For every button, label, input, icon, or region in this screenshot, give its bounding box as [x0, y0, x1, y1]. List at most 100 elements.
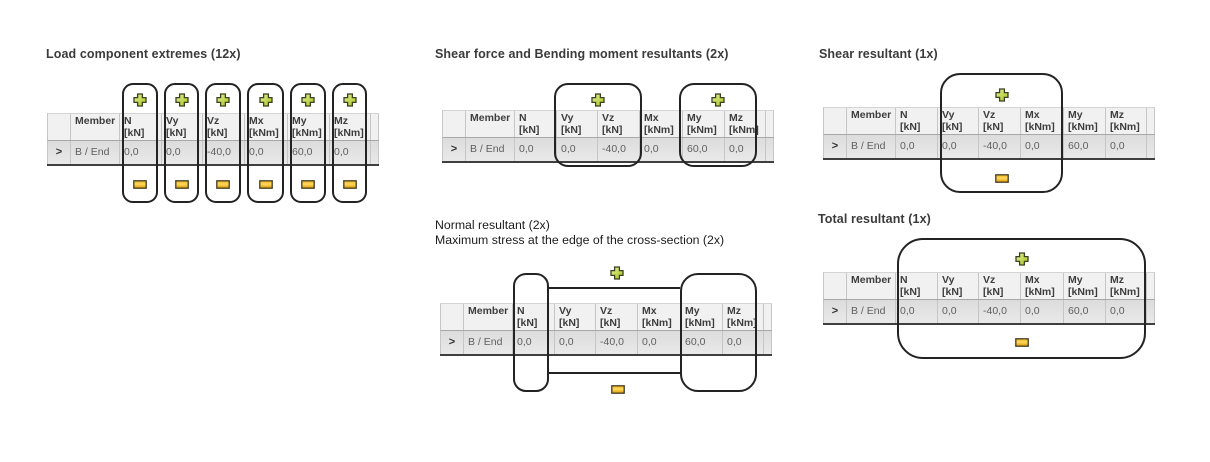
- minus-icon[interactable]: [995, 174, 1009, 183]
- extreme-selection-outline: [554, 83, 642, 167]
- minus-icon[interactable]: [133, 180, 147, 189]
- plus-icon[interactable]: [610, 266, 624, 280]
- value-cell-n: 0,0: [896, 300, 938, 323]
- column-header-vz: Vz[kN]: [979, 108, 1021, 134]
- column-header-vy: Vy[kN]: [938, 108, 979, 134]
- expander-header-cell: [48, 114, 71, 140]
- column-header-mz: Mz[kNm]: [330, 114, 371, 140]
- column-header-n: N[kN]: [515, 111, 557, 137]
- plus-icon[interactable]: [591, 93, 605, 107]
- plus-icon[interactable]: [259, 93, 273, 107]
- member-cell: B / End: [464, 331, 513, 354]
- selection-connector-line: [549, 287, 680, 289]
- member-cell: B / End: [847, 300, 896, 323]
- column-header-vy: Vy[kN]: [557, 111, 598, 137]
- minus-icon[interactable]: [175, 180, 189, 189]
- minus-icon[interactable]: [343, 180, 357, 189]
- column-header-mx: Mx[kNm]: [245, 114, 288, 140]
- member-column-header: Member: [466, 111, 515, 137]
- panel-subtitle: Maximum stress at the edge of the cross-…: [435, 233, 725, 247]
- expander-header-cell: [443, 111, 466, 137]
- value-cell-mx: 0,0: [245, 141, 288, 164]
- member-column-header: Member: [71, 114, 120, 140]
- panel-title: Total resultant (1x): [818, 212, 931, 226]
- row-expander[interactable]: >: [824, 300, 847, 323]
- member-cell: B / End: [466, 138, 515, 161]
- member-cell: B / End: [71, 141, 120, 164]
- column-header-my: My[kNm]: [681, 304, 723, 330]
- minus-icon[interactable]: [611, 385, 625, 394]
- expander-header-cell: [824, 273, 847, 299]
- filler-cell: [371, 141, 379, 164]
- value-cell-vy: 0,0: [557, 138, 598, 161]
- member-column-header: Member: [464, 304, 513, 330]
- minus-icon[interactable]: [1015, 338, 1029, 347]
- row-expander[interactable]: >: [824, 135, 847, 158]
- minus-icon[interactable]: [259, 180, 273, 189]
- plus-icon[interactable]: [711, 93, 725, 107]
- extreme-selection-outline: [679, 83, 757, 167]
- extreme-selection-outline: [332, 83, 367, 203]
- extreme-selection-outline: [164, 83, 199, 203]
- plus-icon[interactable]: [343, 93, 357, 107]
- plus-icon[interactable]: [995, 88, 1009, 102]
- value-cell-vz: -40,0: [598, 138, 640, 161]
- expander-header-cell: [824, 108, 847, 134]
- extreme-selection-outline: [680, 273, 757, 392]
- value-cell-mx: 0,0: [640, 138, 683, 161]
- member-column-header: Member: [847, 273, 896, 299]
- column-header-vy: Vy[kN]: [162, 114, 203, 140]
- value-cell-n: 0,0: [896, 135, 938, 158]
- filler-cell: [1147, 273, 1155, 299]
- column-header-mx: Mx[kNm]: [640, 111, 683, 137]
- column-header-vy: Vy[kN]: [555, 304, 596, 330]
- value-cell-vz: -40,0: [203, 141, 245, 164]
- column-header-mz: Mz[kNm]: [723, 304, 764, 330]
- plus-icon[interactable]: [175, 93, 189, 107]
- extreme-selection-outline: [513, 273, 549, 392]
- column-header-mx: Mx[kNm]: [638, 304, 681, 330]
- column-header-n: N[kN]: [513, 304, 555, 330]
- value-cell-my: 60,0: [288, 141, 330, 164]
- row-expander[interactable]: >: [443, 138, 466, 161]
- column-header-my: My[kNm]: [1064, 273, 1106, 299]
- value-cell-mz: 0,0: [330, 141, 371, 164]
- row-expander[interactable]: >: [441, 331, 464, 354]
- row-expander[interactable]: >: [48, 141, 71, 164]
- value-cell-mx: 0,0: [1021, 135, 1064, 158]
- extreme-selection-outline: [897, 238, 1146, 359]
- value-cell-mz: 0,0: [1106, 300, 1147, 323]
- column-header-my: My[kNm]: [288, 114, 330, 140]
- value-cell-n: 0,0: [513, 331, 555, 354]
- column-header-mx: Mx[kNm]: [1021, 108, 1064, 134]
- value-cell-n: 0,0: [120, 141, 162, 164]
- plus-icon[interactable]: [216, 93, 230, 107]
- selection-connector-line: [549, 372, 680, 374]
- column-header-vz: Vz[kN]: [598, 111, 640, 137]
- extreme-selection-outline: [290, 83, 326, 203]
- plus-icon[interactable]: [133, 93, 147, 107]
- plus-icon[interactable]: [1015, 252, 1029, 266]
- value-cell-mx: 0,0: [1021, 300, 1064, 323]
- minus-icon[interactable]: [301, 180, 315, 189]
- column-header-vz: Vz[kN]: [979, 273, 1021, 299]
- value-cell-my: 60,0: [681, 331, 723, 354]
- minus-icon[interactable]: [216, 180, 230, 189]
- column-header-mx: Mx[kNm]: [1021, 273, 1064, 299]
- panel-title: Shear resultant (1x): [819, 47, 938, 61]
- member-column-header: Member: [847, 108, 896, 134]
- plus-icon[interactable]: [301, 93, 315, 107]
